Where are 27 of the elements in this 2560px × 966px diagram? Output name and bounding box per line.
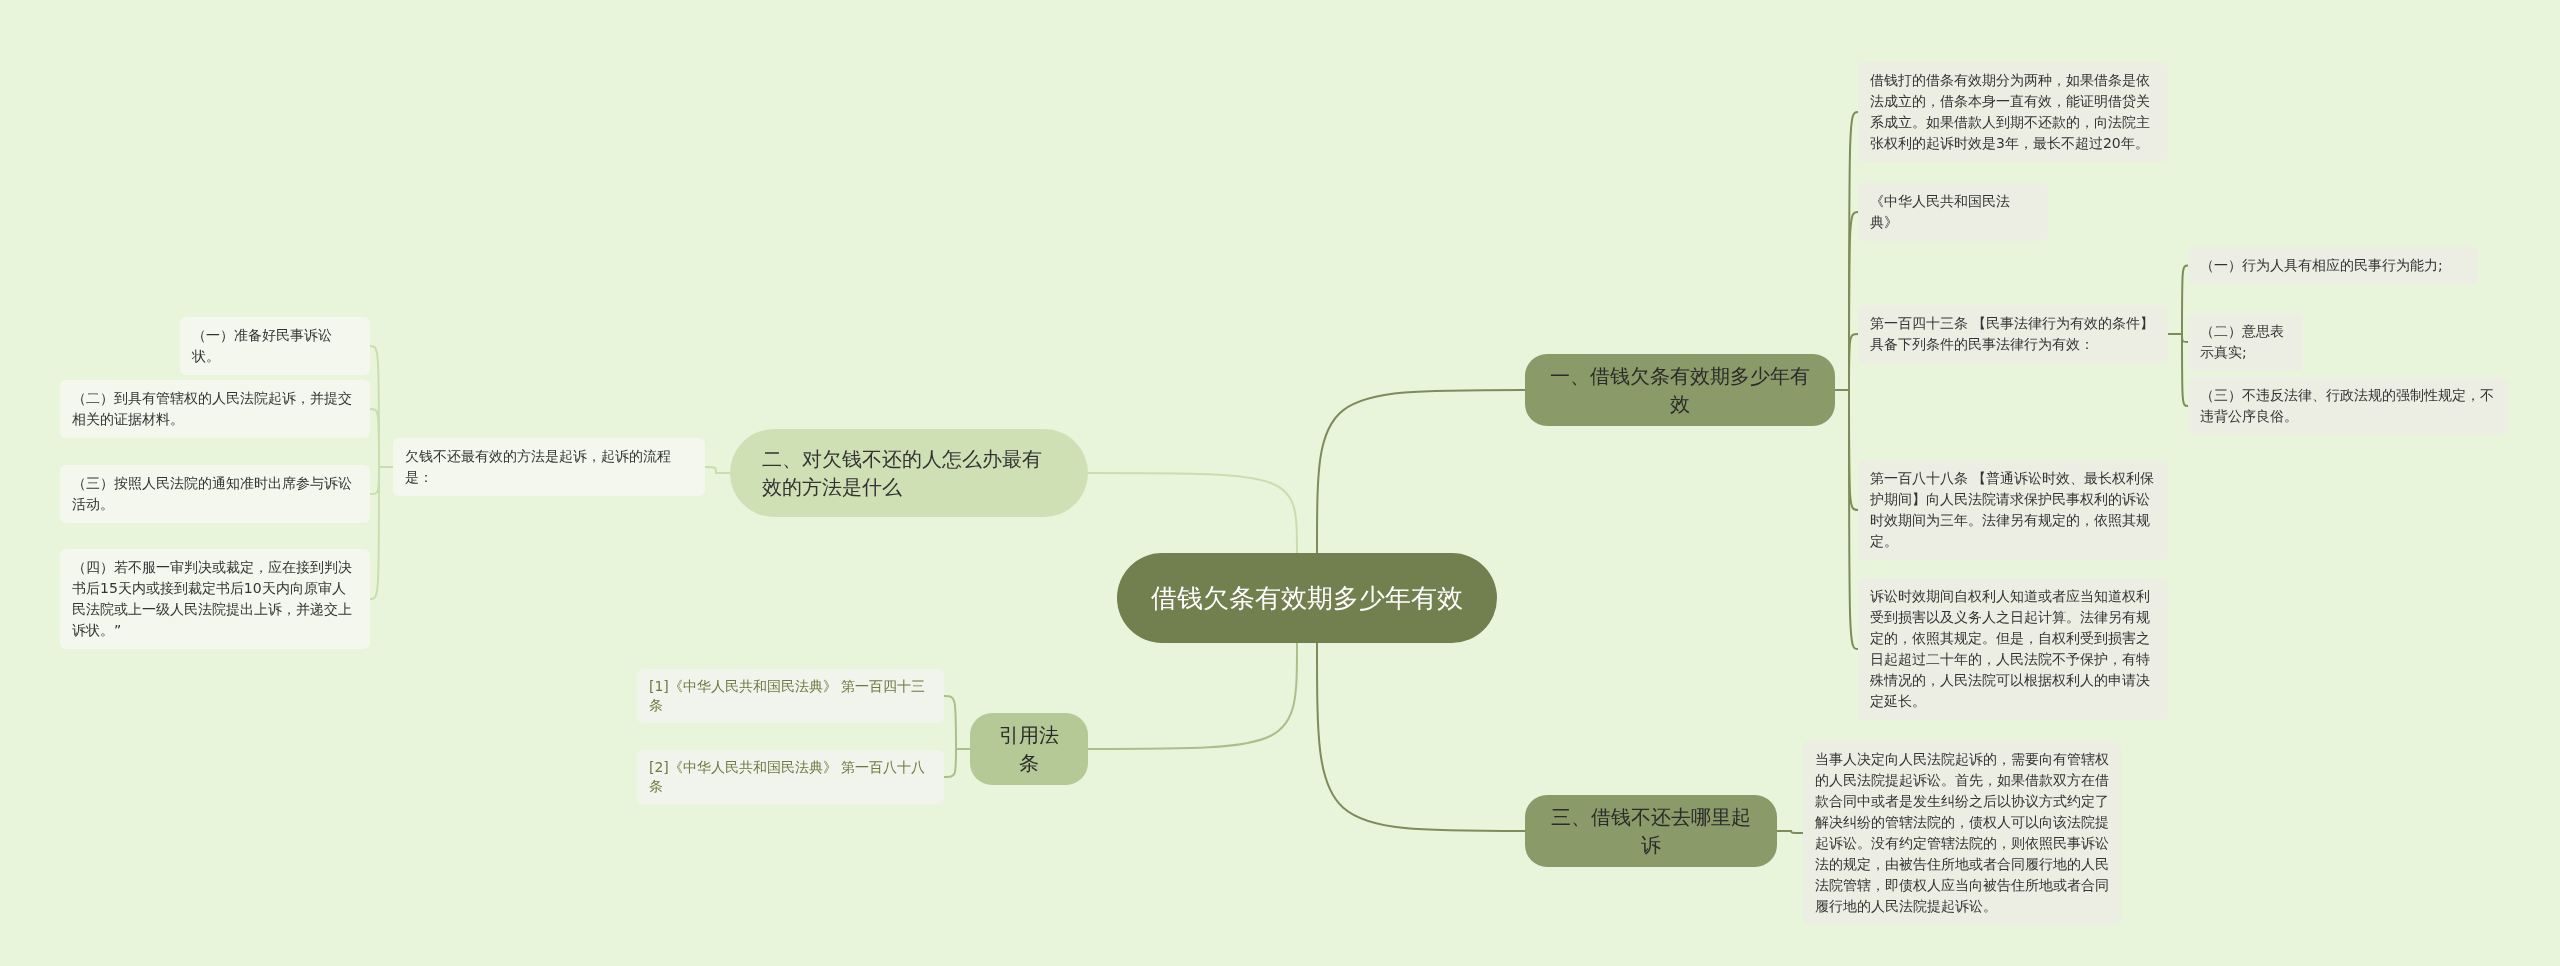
connector-line [1087,642,1298,750]
branch-topic: 一、借钱欠条有效期多少年有效 [1525,354,1835,426]
branch-topic: 二、对欠钱不还的人怎么办最有效的方法是什么 [730,429,1088,517]
connector-line [1316,642,1526,832]
leaf-topic: （三）不违反法律、行政法规的强制性规定，不违背公序良俗。 [2188,377,2508,435]
subtopic: 欠钱不还最有效的方法是起诉，起诉的流程是： [393,438,705,496]
connector-line [704,466,731,474]
connector-line [1316,389,1526,554]
connector-line [1087,472,1298,554]
branch-topic: 引用法条 [970,713,1088,785]
root-topic: 借钱欠条有效期多少年有效 [1117,553,1497,643]
leaf-topic: （四）若不服一审判决或裁定，应在接到判决书后15天内或接到裁定书后10天内向原审人民法院或上一级人民法院提出上诉，并递交上诉状。” [60,549,370,649]
leaf-topic: （三）按照人民法院的通知准时出席参与诉讼活动。 [60,465,370,523]
leaf-topic: 诉讼时效期间自权利人知道或者应当知道权利受到损害以及义务人之日起计算。法律另有规定的，依照其规定。但是，自权利受到损害之日起超过二十年的，人民法院不予保护，有特殊情况的，人民法院可以根据权利人的申请决定延长。 [1858,578,2168,720]
leaf-topic: 《中华人民共和国民法典》 [1858,183,2048,241]
leaf-topic: （二）意思表示真实; [2188,313,2303,371]
leaf-topic: （一）准备好民事诉讼状。 [180,317,370,375]
connector-line [1776,830,1804,834]
leaf-topic: （一）行为人具有相应的民事行为能力; [2188,247,2478,284]
leaf-topic: 当事人决定向人民法院起诉的，需要向有管辖权的人民法院提起诉讼。首先，如果借款双方在借款合同中或者是发生纠纷之后以协议方式约定了解决纠纷的管辖法院的，债权人可以向该法院提起诉讼。没有约定管辖法院的，则依照民事诉讼法的规定，由被告住所地或者合同履行地的人民法院管辖，即债权人应当向被告住所地或者合同履行地的人民法院提起诉讼。 [1803,741,2121,925]
leaf-topic: 第一百四十三条 【民事法律行为有效的条件】具备下列条件的民事法律行为有效： [1858,305,2168,363]
branch-topic: 三、借钱不还去哪里起诉 [1525,795,1777,867]
leaf-topic: 第一百八十八条 【普通诉讼时效、最长权利保护期间】向人民法院请求保护民事权利的诉讼时效期间为三年。法律另有规定的，依照其规定。 [1858,460,2168,560]
leaf-topic: （二）到具有管辖权的人民法院起诉，并提交相关的证据材料。 [60,380,370,438]
citation-topic: [2]《中华人民共和国民法典》 第一百八十八条 [637,750,944,804]
citation-topic: [1]《中华人民共和国民法典》 第一百四十三条 [637,669,944,723]
leaf-topic: 借钱打的借条有效期分为两种，如果借条是依法成立的，借条本身一直有效，能证明借贷关系成立。如果借款人到期不还款的，向法院主张权利的起诉时效是3年，最长不超过20年。 [1858,62,2168,162]
